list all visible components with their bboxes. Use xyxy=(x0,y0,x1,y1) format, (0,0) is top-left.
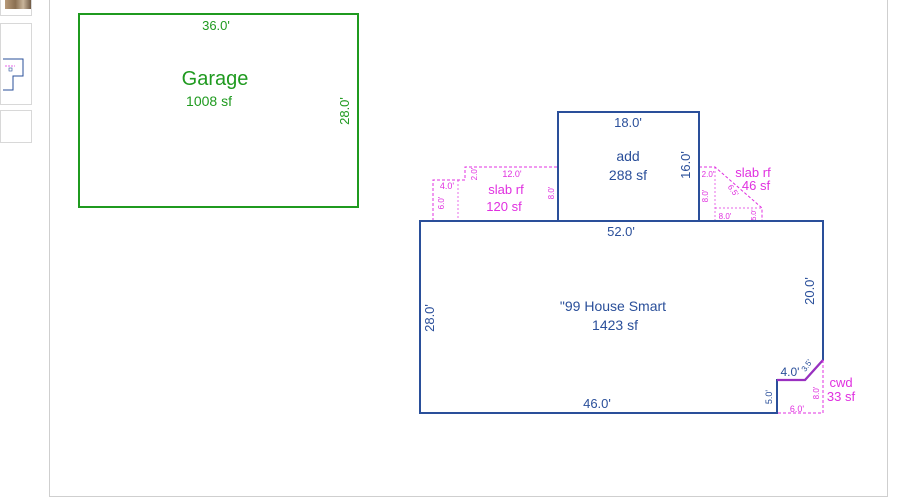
slab-left-dim-right: 8.0' xyxy=(547,186,556,199)
house-area[interactable]: 52.0' 28.0' 20.0' 46.0' 4.0' 5.0' "99 Ho… xyxy=(419,220,824,414)
slab-left-dim-offset: 4.0' xyxy=(440,181,455,191)
slab-left-label: slab rf xyxy=(488,182,524,197)
slab-right-dim-diagonal: 6.5' xyxy=(726,183,741,199)
garage-right-dimension: 28.0' xyxy=(337,97,352,125)
cwd-label: cwd xyxy=(829,375,852,390)
cwd-area-value: 33 sf xyxy=(827,389,856,404)
thumbnail-strip xyxy=(0,0,40,500)
garage-area[interactable]: 36.0' 28.0' Garage 1008 sf xyxy=(78,13,359,208)
garage-outline xyxy=(78,13,359,208)
slab-right-label: slab rf xyxy=(735,165,771,180)
house-notch-top-dimension: 4.0' xyxy=(781,365,800,379)
slab-right-dim-end: 5.0' xyxy=(751,209,758,220)
sketch-canvas: 36.0' 28.0' Garage 1008 sf 12.0' 2.0' 4.… xyxy=(49,0,888,497)
photo-thumbnail[interactable] xyxy=(0,0,32,16)
house-left-dimension: 28.0' xyxy=(422,304,437,332)
cwd-shared-edge xyxy=(777,359,824,382)
house-notch-side-dimension: 5.0' xyxy=(764,390,774,405)
slab-right-area-value: 46 sf xyxy=(742,178,771,193)
add-area-value: 288 sf xyxy=(609,167,647,183)
slab-roof-right-area[interactable]: 2.0' 6.5' 8.0' 8.0' 5.0' slab rf 46 sf xyxy=(699,165,771,221)
slab-left-dim-side: 6.0' xyxy=(437,196,446,209)
slab-left-dim-step: 2.0' xyxy=(470,167,479,180)
slab-right-dim-top: 2.0' xyxy=(702,170,715,179)
house-top-dimension: 52.0' xyxy=(607,224,635,239)
slab-right-dim-bottom: 8.0' xyxy=(719,212,732,221)
sketch-preview-icon xyxy=(3,58,24,91)
house-photo xyxy=(5,0,31,9)
slab-left-outline xyxy=(432,166,558,221)
slab-left-dim-top: 12.0' xyxy=(502,169,522,179)
sketch-thumbnail[interactable] xyxy=(0,23,32,105)
house-bottom-dimension: 46.0' xyxy=(583,396,611,411)
cwd-dim-side: 8.0' xyxy=(812,386,821,399)
house-area-value: 1423 sf xyxy=(592,317,638,333)
add-area[interactable]: 18.0' 16.0' add 288 sf xyxy=(557,111,700,222)
add-right-dimension: 16.0' xyxy=(678,151,693,179)
house-label: "99 House Smart xyxy=(560,298,666,314)
slab-left-area-value: 120 sf xyxy=(486,199,522,214)
garage-label: Garage xyxy=(182,68,249,90)
cwd-outline xyxy=(777,360,824,414)
cwd-dim-bottom: 6.0' xyxy=(790,404,805,414)
slab-roof-left-area[interactable]: 12.0' 2.0' 4.0' 6.0' 8.0' slab rf 120 sf xyxy=(432,166,558,221)
add-label: add xyxy=(616,148,639,164)
add-top-dimension: 18.0' xyxy=(614,115,642,130)
garage-area-value: 1008 sf xyxy=(186,93,232,109)
slab-right-outline xyxy=(699,166,763,221)
blank-thumbnail[interactable] xyxy=(0,110,32,143)
house-right-dimension: 20.0' xyxy=(802,277,817,305)
floor-plan-sketch: 36.0' 28.0' Garage 1008 sf 12.0' 2.0' 4.… xyxy=(78,13,856,414)
slab-right-dim-side: 8.0' xyxy=(701,189,710,202)
garage-top-dimension: 36.0' xyxy=(202,18,230,33)
